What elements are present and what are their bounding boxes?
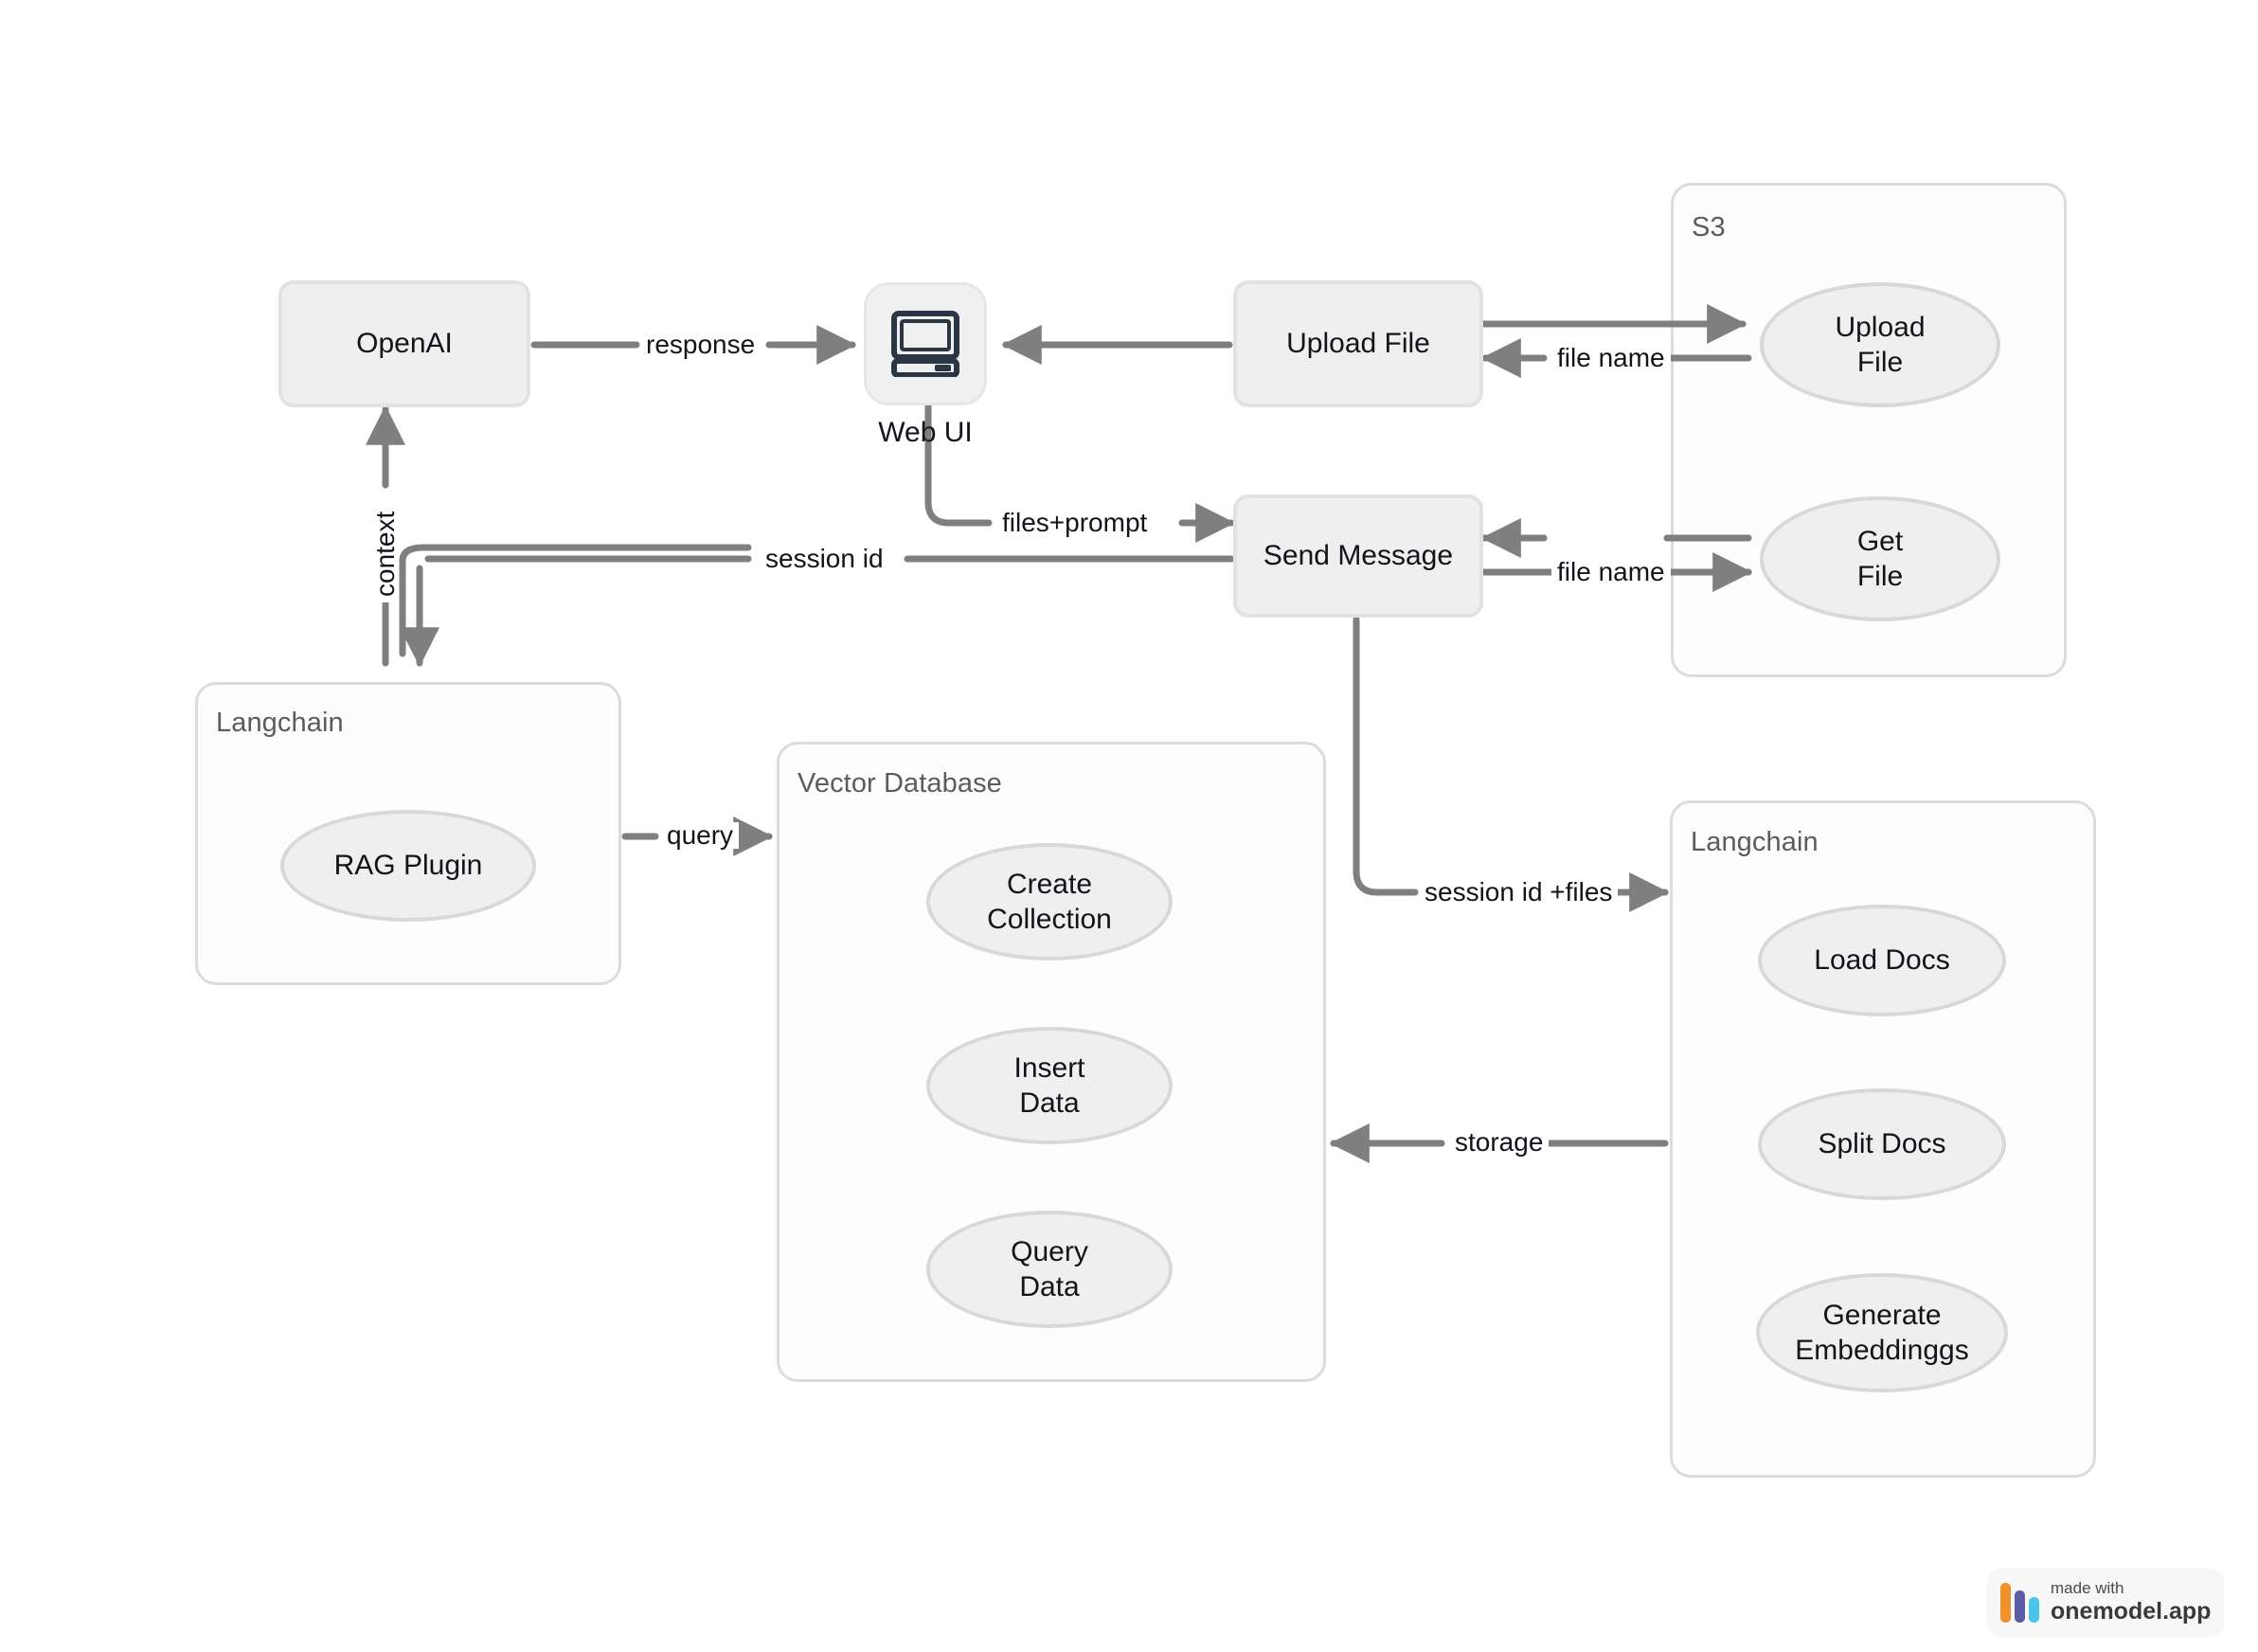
edge-label-files-prompt: files+prompt	[996, 510, 1154, 536]
edge-label-session-id: session id	[760, 546, 889, 572]
computer-icon	[891, 311, 959, 377]
node-create-collection-line2: Collection	[987, 904, 1112, 935]
node-web-ui[interactable]	[864, 282, 987, 405]
logo-bar-purple	[2015, 1590, 2025, 1623]
edge-label-response: response	[640, 332, 762, 358]
node-upload-file-label: Upload File	[1286, 327, 1430, 359]
node-generate-embeddings-line2: Embeddinggs	[1795, 1335, 1969, 1366]
node-web-ui-caption: Web UI	[878, 417, 973, 448]
edge-label-file-name-top: file name	[1551, 345, 1671, 371]
node-query-data-line2: Data	[1019, 1271, 1080, 1302]
edge-label-query: query	[661, 822, 740, 849]
node-rag-plugin-label: RAG Plugin	[333, 850, 483, 882]
node-send-message-label: Send Message	[1263, 539, 1454, 571]
node-load-docs-label: Load Docs	[1814, 944, 1950, 977]
edge-label-context: context	[370, 508, 400, 602]
node-create-collection-line1: Create	[1006, 868, 1093, 900]
node-send-message[interactable]: Send Message	[1233, 494, 1483, 618]
group-vector-db-label: Vector Database	[797, 768, 1002, 799]
node-s3-upload-file[interactable]: Upload File	[1760, 282, 2000, 407]
node-generate-embeddings-line1: Generate	[1822, 1299, 1942, 1331]
logo-bar-orange	[2000, 1583, 2011, 1623]
node-rag-plugin[interactable]: RAG Plugin	[280, 810, 536, 922]
node-query-data[interactable]: Query Data	[926, 1211, 1173, 1328]
node-load-docs[interactable]: Load Docs	[1758, 905, 2006, 1016]
node-openai-label: OpenAI	[356, 327, 453, 359]
node-split-docs[interactable]: Split Docs	[1758, 1088, 2006, 1200]
node-openai[interactable]: OpenAI	[278, 280, 530, 407]
onemodel-watermark[interactable]: made with onemodel.app	[1987, 1569, 2224, 1637]
node-create-collection[interactable]: Create Collection	[926, 843, 1173, 961]
edge-label-session-id-files: session id +files	[1419, 879, 1619, 906]
node-generate-embeddings[interactable]: Generate Embeddinggs	[1756, 1273, 2008, 1392]
logo-bar-cyan	[2029, 1597, 2039, 1623]
node-insert-data-line2: Data	[1019, 1087, 1080, 1119]
watermark-brand: onemodel.app	[2051, 1597, 2212, 1625]
node-s3-get-file[interactable]: Get File	[1760, 496, 2000, 621]
node-s3-get-file-line2: File	[1856, 561, 1904, 592]
node-upload-file[interactable]: Upload File	[1233, 280, 1483, 407]
group-langchain-left-label: Langchain	[216, 708, 344, 738]
group-s3-label: S3	[1692, 212, 1726, 242]
node-insert-data-line1: Insert	[1013, 1051, 1085, 1084]
edge-label-file-name-mid: file name	[1551, 559, 1671, 585]
node-s3-upload-file-line2: File	[1856, 347, 1904, 378]
node-split-docs-label: Split Docs	[1818, 1128, 1946, 1160]
watermark-made-with: made with	[2051, 1579, 2124, 1598]
edge-label-storage: storage	[1449, 1129, 1550, 1156]
watermark-text: made with onemodel.app	[2051, 1580, 2211, 1625]
node-s3-upload-file-line1: Upload	[1835, 311, 1926, 343]
node-s3-get-file-line1: Get	[1856, 525, 1904, 557]
node-query-data-line1: Query	[1011, 1235, 1088, 1267]
onemodel-logo-icon	[2000, 1583, 2039, 1623]
node-insert-data[interactable]: Insert Data	[926, 1027, 1173, 1144]
group-langchain-right-label: Langchain	[1691, 827, 1819, 857]
